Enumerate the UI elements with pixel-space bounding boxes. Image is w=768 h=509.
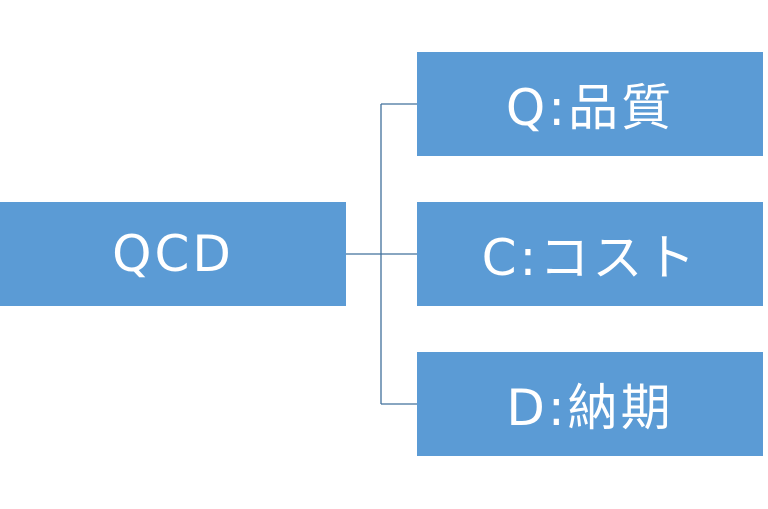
child-node-delivery-label: D:納期 bbox=[506, 379, 674, 437]
root-node-qcd: QCD bbox=[0, 202, 346, 306]
child-node-quality: Q:品質 bbox=[417, 52, 763, 156]
child-node-delivery: D:納期 bbox=[417, 352, 763, 456]
child-node-cost-label: C:コスト bbox=[481, 229, 699, 287]
root-node-label: QCD bbox=[112, 225, 234, 283]
child-node-cost: C:コスト bbox=[417, 202, 763, 306]
child-node-quality-label: Q:品質 bbox=[505, 79, 675, 137]
